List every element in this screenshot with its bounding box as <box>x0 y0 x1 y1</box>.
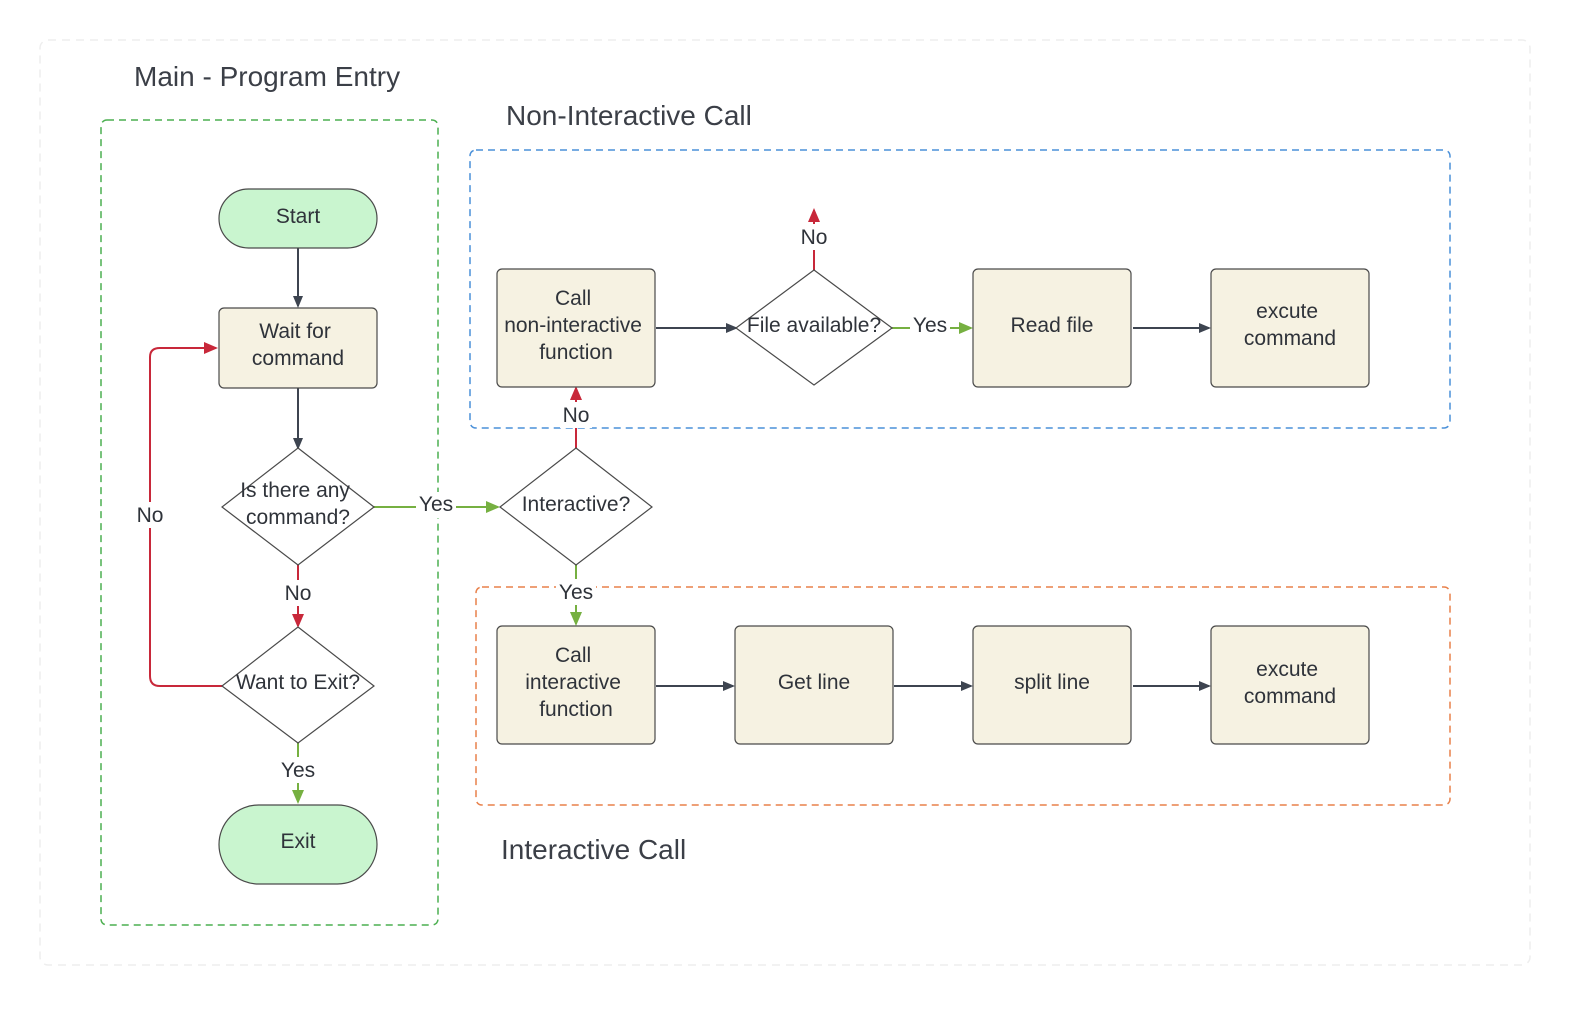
interactive-group-border <box>475 586 1451 806</box>
svg-text:Wait for command: Wait for command <box>252 320 344 370</box>
start-terminator: Start <box>218 188 378 249</box>
execute-command-nonint-box: excute command <box>1210 268 1370 388</box>
get-line-label: Get line <box>778 671 850 694</box>
svg-text:Exit: Exit <box>280 830 315 853</box>
svg-text:Yes: Yes <box>913 314 947 337</box>
want-exit-label: Want to Exit? <box>236 671 360 694</box>
svg-text:excute command: excute command <box>1244 658 1336 708</box>
label-interactive-no: No <box>560 402 592 428</box>
any-command-label-line-2: command? <box>246 506 350 529</box>
svg-text:No: No <box>285 582 312 605</box>
exec-int-line-1: excute <box>1256 658 1318 681</box>
svg-text:No: No <box>563 404 590 427</box>
wait-for-command-box: Wait for command <box>218 307 378 389</box>
interactive-decision: Interactive? <box>499 447 653 566</box>
call-interactive-box: Call interactive function <box>496 625 656 745</box>
svg-text:Call interactive f: Call interactive function <box>525 644 627 721</box>
exec-nonint-line-2: command <box>1244 327 1336 350</box>
label-file-available-no: No <box>798 224 830 250</box>
exit-label: Exit <box>280 830 315 853</box>
svg-text:No: No <box>801 226 828 249</box>
main-group-title: Main - Program Entry <box>134 61 400 92</box>
svg-text:Yes: Yes <box>559 581 593 604</box>
svg-text:excute command: excute command <box>1244 300 1336 350</box>
split-line-label: split line <box>1014 671 1090 694</box>
get-line-box: Get line <box>734 625 894 745</box>
exec-int-line-2: command <box>1244 685 1336 708</box>
svg-text:Is there any command?: Is there any command? <box>240 479 356 529</box>
interactive-group-title: Interactive Call <box>501 834 686 865</box>
non-interactive-group-border <box>469 149 1451 429</box>
call-int-line-3: function <box>539 698 613 721</box>
read-file-label: Read file <box>1011 314 1094 337</box>
call-nonint-line-3: function <box>539 341 613 364</box>
call-int-line-1: Call <box>555 644 591 667</box>
svg-text:Call non-interactive: Call non-interactive function <box>504 287 648 364</box>
call-nonint-line-1: Call <box>555 287 591 310</box>
exit-terminator: Exit <box>218 804 378 885</box>
main-group-border <box>100 119 439 926</box>
svg-text:Start: Start <box>276 205 321 228</box>
label-any-command-no: No <box>282 580 314 606</box>
call-int-line-2: interactive <box>525 671 621 694</box>
svg-text:Get line: Get line <box>778 671 850 694</box>
label-file-available-yes: Yes <box>910 313 950 339</box>
start-label: Start <box>276 205 321 228</box>
svg-text:split line: split line <box>1014 671 1090 694</box>
split-line-box: split line <box>972 625 1132 745</box>
file-available-label: File available? <box>747 314 881 337</box>
any-command-decision: Is there any command? <box>221 447 375 566</box>
call-nonint-line-2: non-interactive <box>504 314 642 337</box>
svg-text:Want to Exit?: Want to Exit? <box>236 671 360 694</box>
exec-nonint-line-1: excute <box>1256 300 1318 323</box>
want-exit-decision: Want to Exit? <box>221 626 375 744</box>
label-interactive-yes: Yes <box>556 579 596 605</box>
call-non-interactive-box: Call non-interactive function <box>496 268 656 388</box>
interactive-label: Interactive? <box>522 493 631 516</box>
label-want-exit-no: No <box>134 502 166 528</box>
wait-label-line-2: command <box>252 347 344 370</box>
svg-text:No: No <box>137 504 164 527</box>
read-file-box: Read file <box>972 268 1132 388</box>
non-interactive-group-title: Non-Interactive Call <box>506 100 752 131</box>
wait-label-line-1: Wait for <box>259 320 331 343</box>
svg-text:Read file: Read file <box>1011 314 1094 337</box>
svg-text:Yes: Yes <box>281 759 315 782</box>
label-any-command-yes: Yes <box>416 492 456 518</box>
execute-command-int-box: excute command <box>1210 625 1370 745</box>
any-command-label-line-1: Is there any <box>240 479 350 502</box>
svg-text:Interactive?: Interactive? <box>522 493 631 516</box>
label-want-exit-yes: Yes <box>278 757 318 783</box>
file-available-decision: File available? <box>734 269 894 386</box>
svg-text:Yes: Yes <box>419 493 453 516</box>
svg-text:File available?: File available? <box>747 314 881 337</box>
